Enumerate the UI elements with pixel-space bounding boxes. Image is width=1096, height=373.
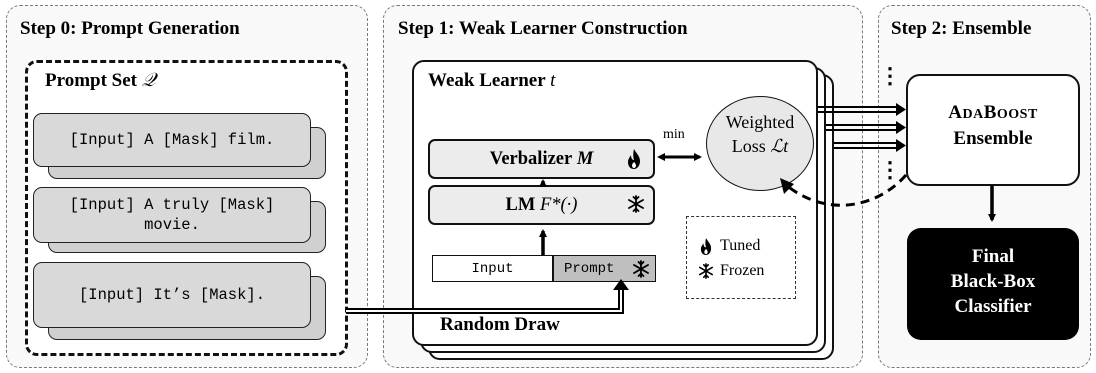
prompt-text: [Input] A truly [Mask] movie. bbox=[69, 196, 275, 234]
legend-box bbox=[686, 216, 796, 299]
flame-icon bbox=[699, 237, 713, 255]
legend-frozen-label: Frozen bbox=[720, 262, 765, 279]
min-label: min bbox=[663, 127, 685, 142]
snowflake-icon bbox=[632, 260, 650, 278]
prompt-card: [Input] A truly [Mask] movie. bbox=[33, 187, 311, 243]
verbalizer-box: Verbalizer M bbox=[428, 139, 655, 179]
prompt-box: Prompt bbox=[553, 255, 656, 282]
weighted-loss-label: Weighted Loss ℒt bbox=[725, 112, 795, 156]
step2-title: Step 2: Ensemble bbox=[891, 18, 1032, 39]
step0-title: Step 0: Prompt Generation bbox=[20, 18, 240, 39]
prompt-card: [Input] A [Mask] film. bbox=[33, 113, 311, 167]
prompt-card: [Input] It’s [Mask]. bbox=[33, 262, 311, 328]
snowflake-icon bbox=[698, 263, 714, 279]
adaboost-label: ADABOOST Ensemble bbox=[948, 102, 1038, 149]
random-draw-label: Random Draw bbox=[440, 314, 560, 335]
snowflake-icon bbox=[627, 195, 645, 213]
ellipsis-dots-top: ⋮ bbox=[879, 63, 901, 88]
lm-box: LM F*(·) bbox=[428, 185, 655, 225]
final-classifier-label: Final Black-Box Classifier bbox=[950, 246, 1036, 317]
prompt-text: [Input] It’s [Mask]. bbox=[78, 286, 266, 304]
prompt-set-title: Prompt Set 𝒬 bbox=[45, 70, 156, 91]
step1-title: Step 1: Weak Learner Construction bbox=[398, 18, 688, 39]
adaboost-box bbox=[906, 74, 1080, 186]
legend-tuned-label: Tuned bbox=[720, 237, 761, 254]
final-classifier-box bbox=[907, 228, 1079, 340]
input-box: Input bbox=[432, 255, 553, 282]
flame-icon bbox=[626, 149, 642, 169]
ellipsis-dots-bottom: ⋮ bbox=[879, 157, 901, 182]
prompt-text: [Input] A [Mask] film. bbox=[69, 131, 275, 149]
weak-learner-title: Weak Learner t bbox=[428, 70, 556, 91]
